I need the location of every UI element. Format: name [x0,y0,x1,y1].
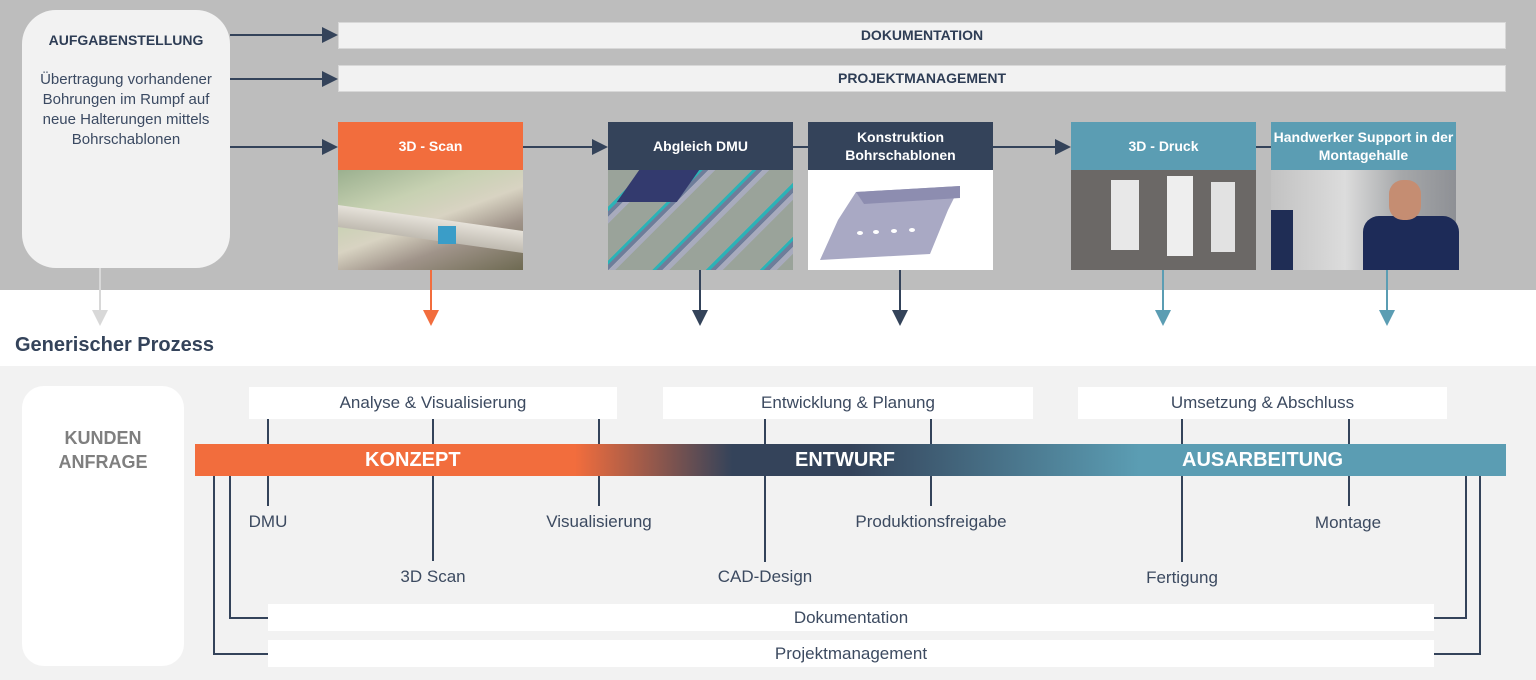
card-konstruktion: Konstruktion Bohrschablonen [808,122,993,270]
customer-request-label: KUNDEN ANFRAGE [58,428,148,472]
bottom-bar-dokumentation: Dokumentation [268,604,1434,631]
top-bar-dokumentation: DOKUMENTATION [338,22,1506,49]
step-produktionsfreigabe: Produktionsfreigabe [855,512,1007,531]
card-3d-scan: 3D - Scan [338,122,523,270]
step-dmu: DMU [248,512,288,531]
task-description: Übertragung vorhandener Bohrungen im Rum… [40,71,212,148]
dmu-render [608,170,793,270]
card-title: Konstruktion Bohrschablonen [808,122,993,170]
step-3d-scan: 3D Scan [400,567,466,586]
tick-fertigung [1181,419,1183,562]
bracket-right-dokumentation [1434,474,1467,619]
card-abgleich-dmu: Abgleich DMU [608,122,793,270]
card-handwerker-support: Handwerker Support in der Montagehalle [1271,122,1459,270]
phase-konzept: KONZEPT [365,449,461,471]
card-title: Abgleich DMU [608,122,793,170]
step-visualisierung: Visualisierung [546,512,652,531]
step-fertigung: Fertigung [1146,568,1218,587]
tick-3d-scan [432,419,434,561]
step-montage: Montage [1314,513,1382,532]
customer-request-box: KUNDEN ANFRAGE [22,386,184,666]
phase-ausarbeitung: AUSARBEITUNG [1182,449,1344,471]
card-title: Handwerker Support in der Montagehalle [1271,122,1456,170]
card-title: 3D - Scan [338,122,523,170]
task-title: AUFGABENSTELLUNG [48,32,204,48]
phase-group-analyse: Analyse & Visualisierung [249,387,617,419]
tick-cad-design [764,419,766,562]
bottom-bar-projektmanagement: Projektmanagement [268,640,1434,667]
template-shape [820,186,960,260]
bracket-left-dokumentation [229,474,268,619]
top-bar-projektmanagement: PROJEKTMANAGEMENT [338,65,1506,92]
card-title: 3D - Druck [1071,122,1256,170]
printed-brackets-photo [1071,170,1256,270]
scan-photo [338,170,523,270]
phase-group-entwicklung: Entwicklung & Planung [663,387,1033,419]
bracket-left-projektmanagement [213,474,268,655]
assembly-hall-photo [1271,170,1459,270]
task-box: AUFGABENSTELLUNG Übertragung vorhandener… [22,10,230,268]
step-cad-design: CAD-Design [717,567,813,586]
section-title: Generischer Prozess [15,334,214,356]
bracket-right-projektmanagement [1434,474,1481,655]
timeline-bar: KONZEPT ENTWURF AUSARBEITUNG [195,444,1506,476]
phase-entwurf: ENTWURF [795,449,895,471]
phase-group-umsetzung: Umsetzung & Abschluss [1078,387,1447,419]
card-3d-druck: 3D - Druck [1071,122,1256,270]
template-cad-model [808,170,993,270]
